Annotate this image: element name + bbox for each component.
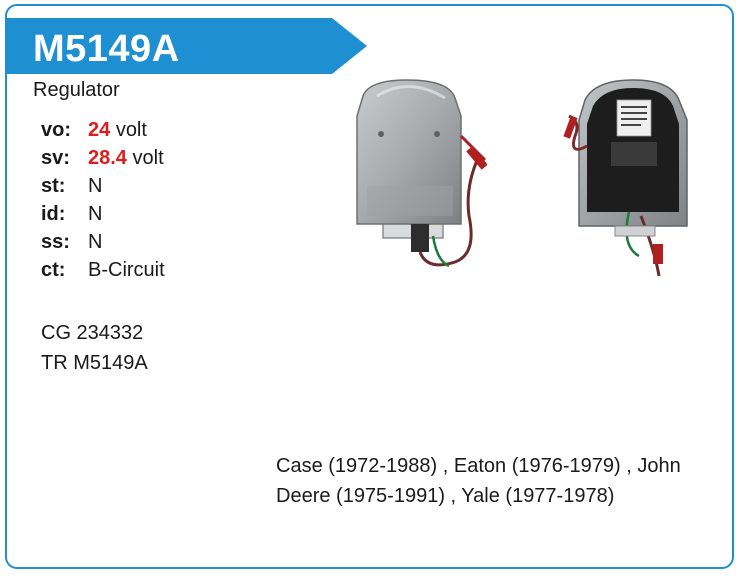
- spec-key: vo:: [41, 119, 71, 141]
- spec-value: N: [88, 175, 103, 197]
- product-type: Regulator: [33, 79, 120, 101]
- spec-number: 28.4: [88, 147, 127, 169]
- spec-value: B-Circuit: [88, 259, 165, 281]
- reference-item: CG 234332: [41, 322, 144, 344]
- compatibility-text: Case (1972-1988) , Eaton (1976-1979) , J…: [276, 455, 681, 507]
- spec-key: st:: [41, 175, 66, 197]
- spec-value: 28.4 volt: [88, 147, 164, 170]
- product-card: M5149A Regulator vo: 24 volt sv: 28.4 vo…: [5, 4, 734, 569]
- spec-key: ss:: [41, 231, 70, 253]
- regulator-back-photo: [563, 79, 688, 277]
- product-code: M5149A: [33, 28, 180, 70]
- spec-key: sv:: [41, 147, 70, 169]
- spec-value: N: [88, 203, 103, 225]
- regulator-front-photo: [356, 79, 487, 268]
- spec-unit: volt: [132, 147, 164, 169]
- reference-list: CG 234332 TR M5149A: [41, 322, 148, 382]
- reference-item: TR M5149A: [41, 352, 148, 374]
- spec-value: N: [88, 231, 103, 253]
- title-banner: M5149A: [7, 18, 367, 74]
- spec-number: 24: [88, 119, 111, 141]
- spec-unit: volt: [115, 119, 147, 141]
- spec-key: ct:: [41, 259, 66, 281]
- spec-value: 24 volt: [88, 119, 147, 142]
- spec-key: id:: [41, 203, 66, 225]
